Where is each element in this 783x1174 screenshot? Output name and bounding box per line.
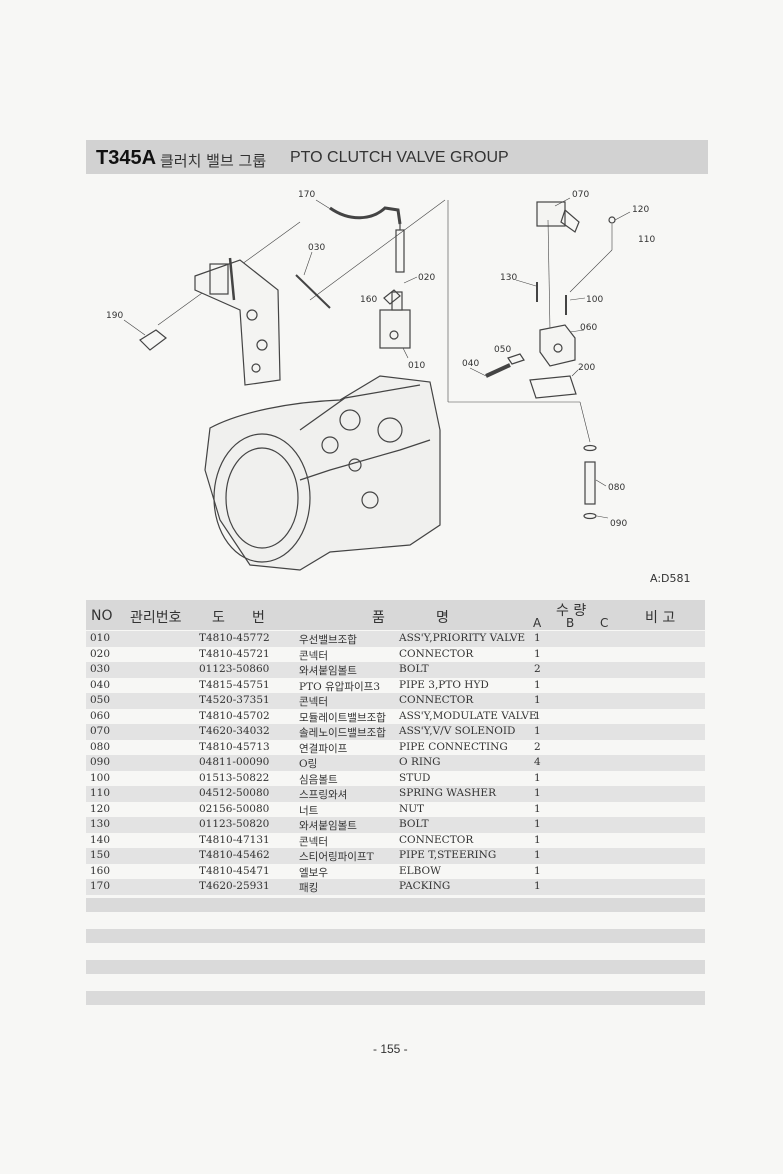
header-remarks: 비 고 [645,610,676,626]
callout-170: 170 [298,190,315,200]
callout-190: 190 [106,311,123,321]
header-item: 품 [372,610,385,626]
callout-020: 020 [418,273,435,283]
title-bar [86,140,708,174]
blank-row-band [86,991,705,1005]
exploded-parts-diagram: 170 030 020 160 190 010 070 120 110 130 … [106,190,655,571]
blank-row-band [86,960,705,974]
callout-120: 120 [632,205,649,215]
header-drawing: 도 [212,610,225,626]
callout-050: 050 [494,345,511,355]
callout-200: 200 [578,363,595,373]
group-title-korean: 클러치 밸브 그룹 [160,152,267,170]
blank-row-band [86,929,705,943]
callout-010: 010 [408,361,425,371]
callout-030: 030 [308,243,325,253]
page-number: - 155 - [373,1042,408,1056]
callout-040: 040 [462,359,479,369]
callout-060: 060 [580,323,597,333]
header-no: NO [91,608,113,624]
callout-130: 130 [500,273,517,283]
table-header-bar [86,600,705,630]
header-quantity: 수 량 [556,603,587,619]
group-code: T345A [96,147,157,169]
header-qty-a: A [533,616,542,630]
callout-160: 160 [360,295,377,305]
header-name: 명 [436,610,449,626]
header-number: 번 [252,610,265,626]
blank-row-band [86,898,705,912]
callout-110: 110 [638,235,655,245]
callout-090: 090 [610,519,627,529]
callout-100: 100 [586,295,603,305]
header-qty-b: B [566,616,575,630]
group-title-english: PTO CLUTCH VALVE GROUP [290,149,509,166]
header-management-number: 관리번호 [130,610,182,626]
callout-070: 070 [572,190,589,200]
callout-080: 080 [608,483,625,493]
header-qty-c: C [600,616,609,630]
figure-reference: A:D581 [650,572,691,585]
